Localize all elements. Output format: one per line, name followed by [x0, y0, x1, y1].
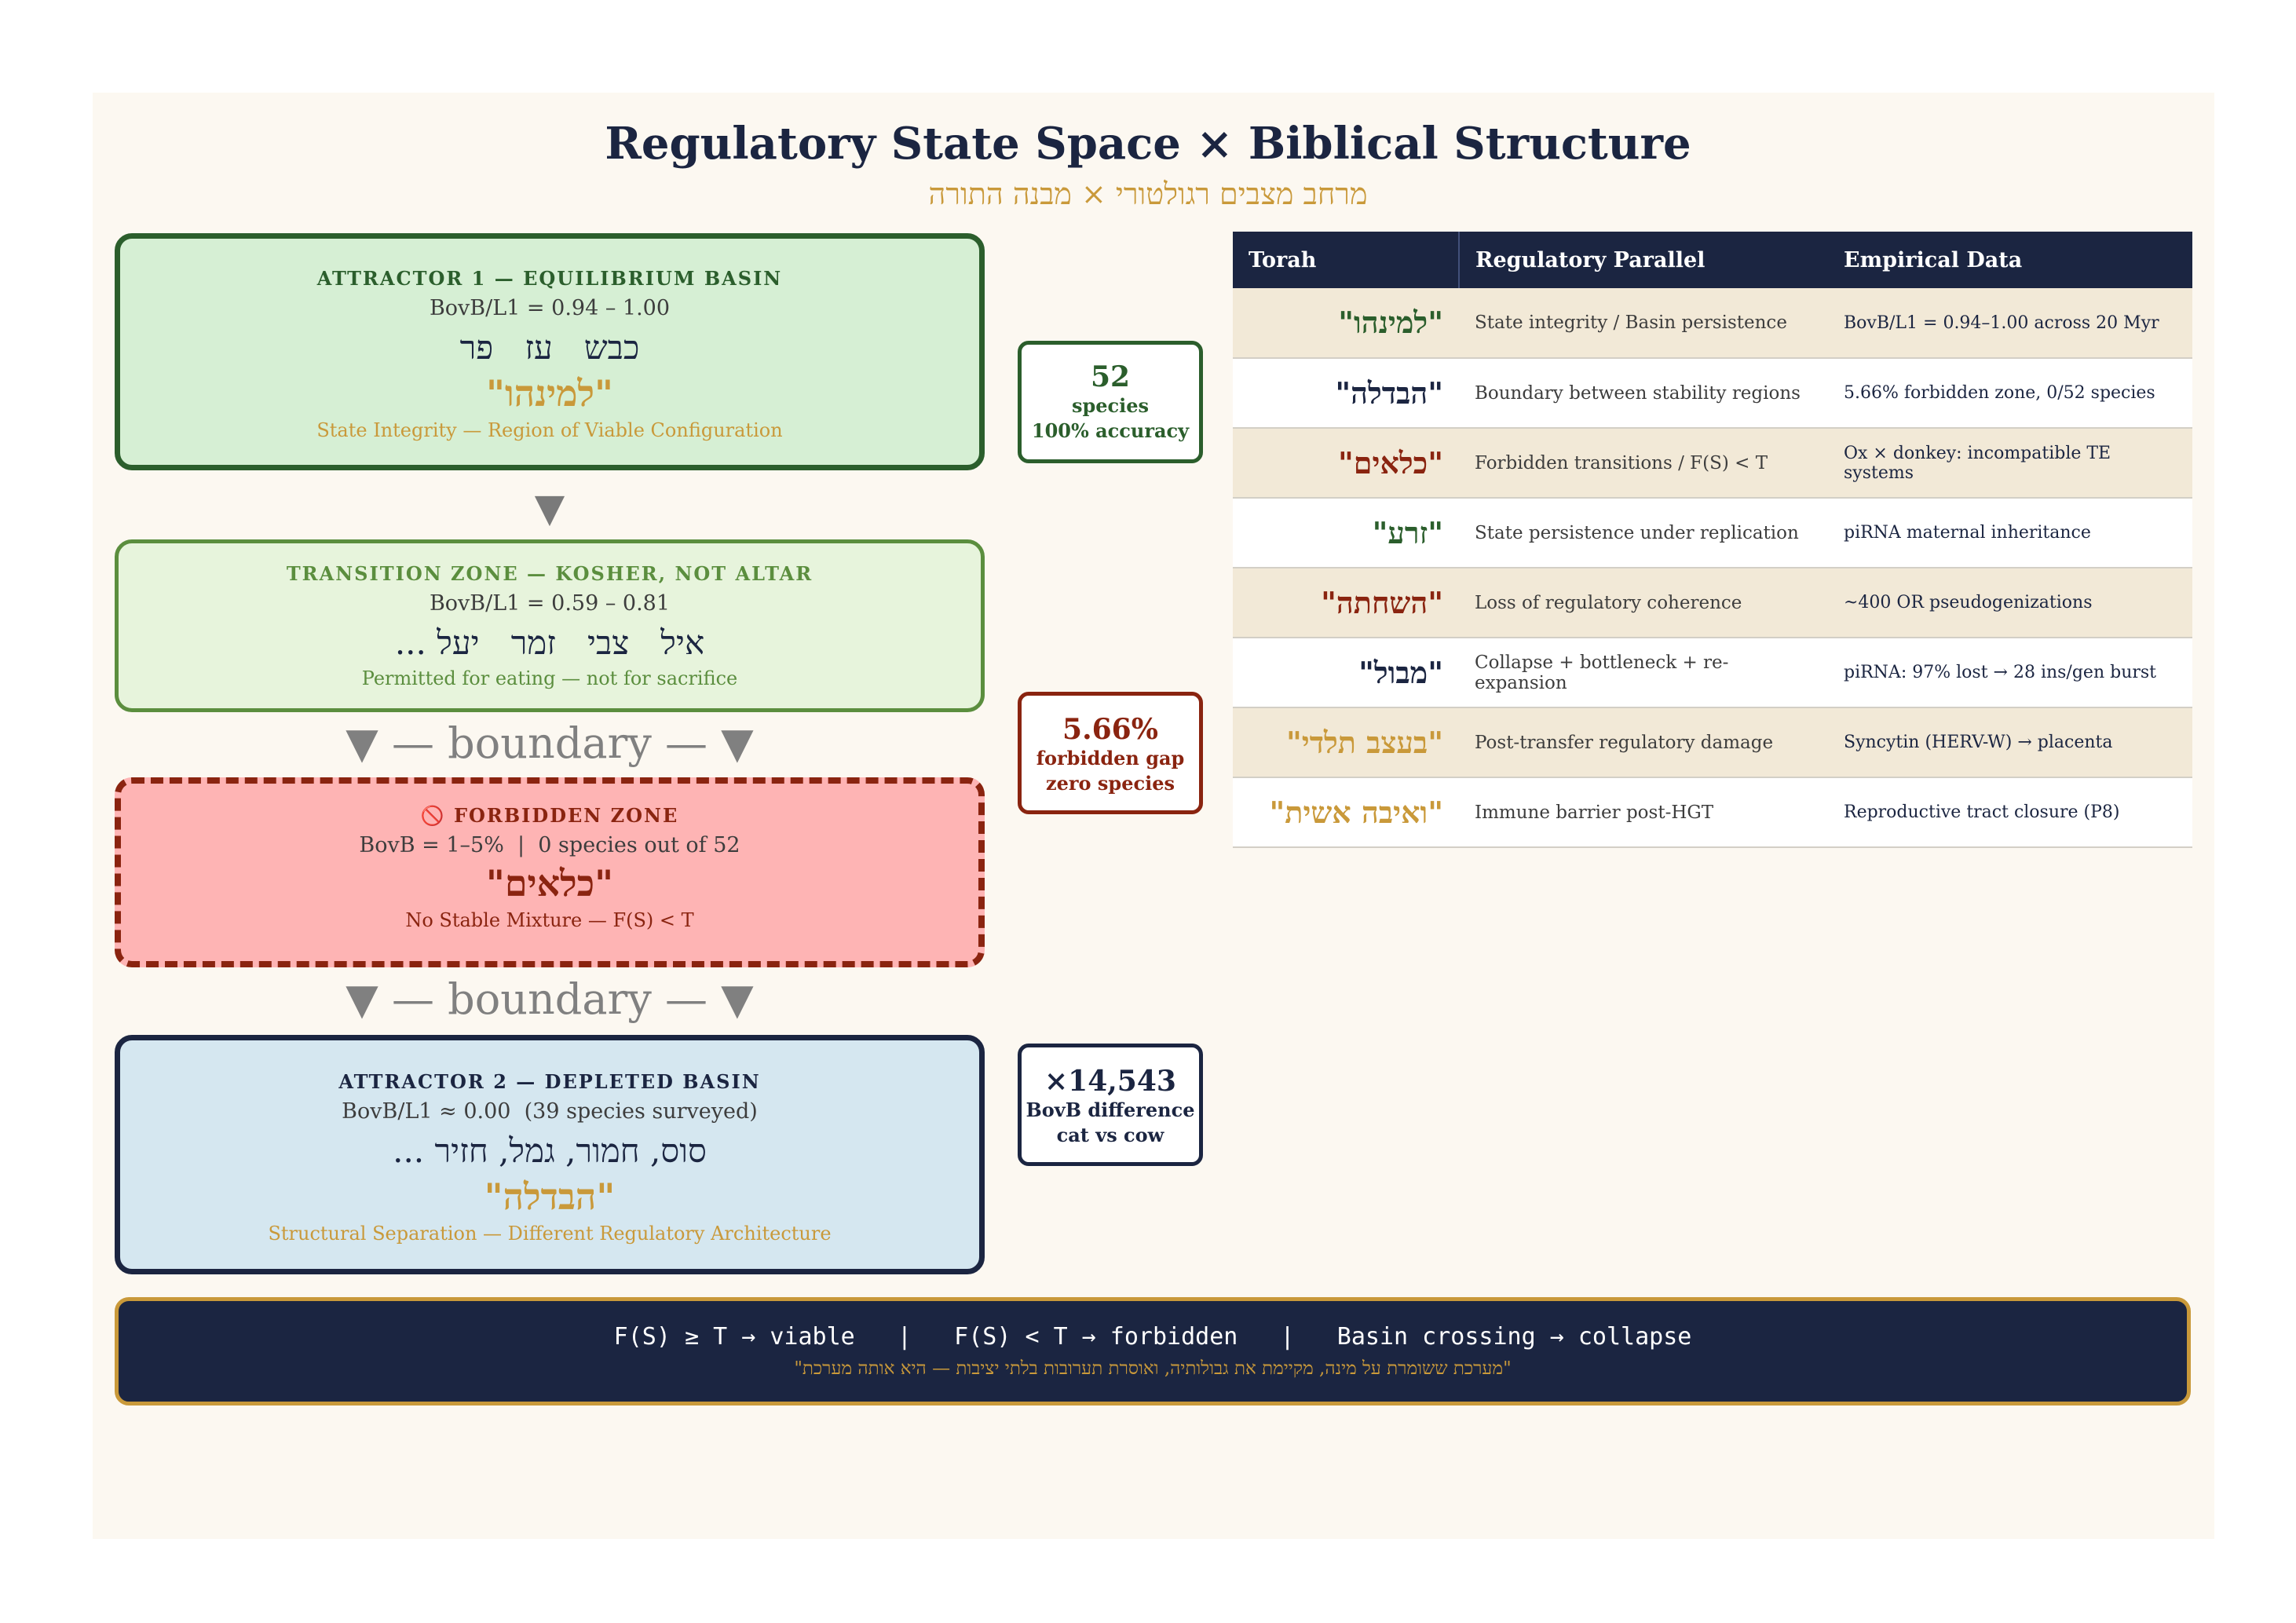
page-title: Regulatory State Space × Biblical Struct…: [605, 118, 1691, 170]
empirical-data-cell: Reproductive tract closure (P8): [1828, 777, 2192, 848]
empirical-data-cell: Syncytin (HERV-W) → placenta: [1828, 707, 2192, 778]
regulatory-parallel-cell: State integrity / Basin persistence: [1459, 288, 1828, 359]
stat-caption: 100% accuracy: [1031, 419, 1190, 442]
attractor-1-value: BovB/L1 = 0.94 – 1.00: [429, 296, 671, 320]
stat-box-forbidden-gap: 5.66% forbidden gap zero species: [1018, 692, 1203, 814]
table-row: "למינהו"State integrity / Basin persiste…: [1233, 288, 2192, 359]
forbidden-zone-term: "כלאים": [485, 862, 614, 905]
stat-caption: BovB difference: [1026, 1098, 1195, 1121]
attractor-2-term: "הבדלה": [484, 1175, 616, 1218]
empirical-data-cell: piRNA: 97% lost → 28 ins/gen burst: [1828, 638, 2192, 708]
attractor-1-term: "למינהו": [486, 372, 613, 415]
stat-value: 5.66%: [1062, 713, 1158, 746]
table-header-empirical: Empirical Data: [1828, 232, 2192, 288]
torah-term-cell: "מבול": [1233, 638, 1459, 708]
arrow-down-icon: ▼: [534, 485, 565, 531]
transition-zone-value: BovB/L1 = 0.59 – 0.81: [429, 591, 671, 616]
table-row: "הבדלה"Boundary between stability region…: [1233, 358, 2192, 429]
regulatory-parallel-cell: Post-transfer regulatory damage: [1459, 707, 1828, 778]
empirical-data-cell: ~400 OR pseudogenizations: [1828, 568, 2192, 638]
page-subtitle: מרחב מצבים רגולטורי × מבנה התורה: [928, 177, 1368, 211]
transition-zone-label: TRANSITION ZONE — KOSHER, NOT ALTAR: [286, 562, 813, 585]
stat-caption: species: [1071, 394, 1150, 417]
table-row: "השחתה"Loss of regulatory coherence~400 …: [1233, 568, 2192, 638]
torah-term-cell: "כלאים": [1233, 428, 1459, 499]
table-header-parallel: Regulatory Parallel: [1459, 232, 1828, 288]
torah-parallel-table: Torah Regulatory Parallel Empirical Data…: [1233, 232, 2192, 848]
attractor-1-label: ATTRACTOR 1 — EQUILIBRIUM BASIN: [316, 267, 783, 290]
regulatory-parallel-cell: Boundary between stability regions: [1459, 358, 1828, 429]
attractor-2-desc: Structural Separation — Different Regula…: [268, 1223, 832, 1245]
forbidden-zone-label: 🚫 FORBIDDEN ZONE: [420, 804, 679, 827]
empirical-data-cell: 5.66% forbidden zone, 0/52 species: [1828, 358, 2192, 429]
stat-box-species: 52 species 100% accuracy: [1018, 341, 1203, 463]
table-header-row: Torah Regulatory Parallel Empirical Data: [1233, 232, 2192, 288]
stat-value: ×14,543: [1044, 1065, 1176, 1098]
regulatory-parallel-cell: Collapse + bottleneck + re-expansion: [1459, 638, 1828, 708]
attractor-2-value: BovB/L1 ≈ 0.00 (39 species surveyed): [342, 1099, 758, 1124]
forbidden-zone-desc: No Stable Mixture — F(S) < T: [405, 909, 694, 931]
stat-box-bovb-difference: ×14,543 BovB difference cat vs cow: [1018, 1044, 1203, 1166]
attractor-1-animals: כבש עז פר: [459, 328, 640, 367]
forbidden-zone-box: 🚫 FORBIDDEN ZONE BovB = 1–5% | 0 species…: [115, 777, 985, 967]
empirical-data-cell: BovB/L1 = 0.94–1.00 across 20 Myr: [1828, 288, 2192, 359]
attractor-1-box: ATTRACTOR 1 — EQUILIBRIUM BASIN BovB/L1 …: [115, 233, 985, 470]
stat-caption: forbidden gap: [1036, 747, 1185, 769]
torah-term-cell: "למינהו": [1233, 288, 1459, 359]
attractor-2-animals: סוס, חמור, גמל, חזיר ...: [393, 1131, 707, 1170]
boundary-label-lower: ▼ — boundary — ▼: [345, 974, 754, 1024]
regulatory-parallel-cell: State persistence under replication: [1459, 498, 1828, 568]
torah-term-cell: "ואיבה אשית": [1233, 777, 1459, 848]
stat-caption: zero species: [1046, 772, 1175, 795]
transition-zone-animals: איל צבי זמר יעל ...: [394, 623, 705, 662]
attractor-2-label: ATTRACTOR 2 — DEPLETED BASIN: [338, 1070, 761, 1093]
summary-footer: F(S) ≥ T → viable | F(S) < T → forbidden…: [115, 1297, 2191, 1406]
table-header-torah: Torah: [1233, 232, 1460, 288]
attractor-1-desc: State Integrity — Region of Viable Confi…: [316, 419, 783, 441]
footer-laws: F(S) ≥ T → viable | F(S) < T → forbidden…: [613, 1323, 1692, 1351]
boundary-label-upper: ▼ — boundary — ▼: [345, 718, 754, 768]
regulatory-parallel-cell: Loss of regulatory coherence: [1459, 568, 1828, 638]
empirical-data-cell: piRNA maternal inheritance: [1828, 498, 2192, 568]
stat-caption: cat vs cow: [1056, 1124, 1164, 1146]
transition-zone-box: TRANSITION ZONE — KOSHER, NOT ALTAR BovB…: [115, 539, 985, 712]
torah-term-cell: "הבדלה": [1233, 358, 1459, 429]
footer-quote: "מערכת ששומרת על מינה, מקיימת את גבולותי…: [794, 1358, 1512, 1379]
table-row: "בעצב תלדי"Post-transfer regulatory dama…: [1233, 707, 2192, 778]
table-row: "זרע"State persistence under replication…: [1233, 498, 2192, 568]
empirical-data-cell: Ox × donkey: incompatible TE systems: [1828, 428, 2192, 499]
torah-term-cell: "זרע": [1233, 498, 1459, 568]
torah-term-cell: "בעצב תלדי": [1233, 707, 1459, 778]
attractor-2-box: ATTRACTOR 2 — DEPLETED BASIN BovB/L1 ≈ 0…: [115, 1035, 985, 1274]
torah-term-cell: "השחתה": [1233, 568, 1459, 638]
forbidden-zone-value: BovB = 1–5% | 0 species out of 52: [359, 833, 740, 857]
transition-zone-desc: Permitted for eating — not for sacrifice: [361, 667, 738, 689]
regulatory-parallel-cell: Immune barrier post-HGT: [1459, 777, 1828, 848]
stat-value: 52: [1090, 360, 1131, 393]
regulatory-parallel-cell: Forbidden transitions / F(S) < T: [1459, 428, 1828, 499]
table-row: "מבול"Collapse + bottleneck + re-expansi…: [1233, 638, 2192, 708]
